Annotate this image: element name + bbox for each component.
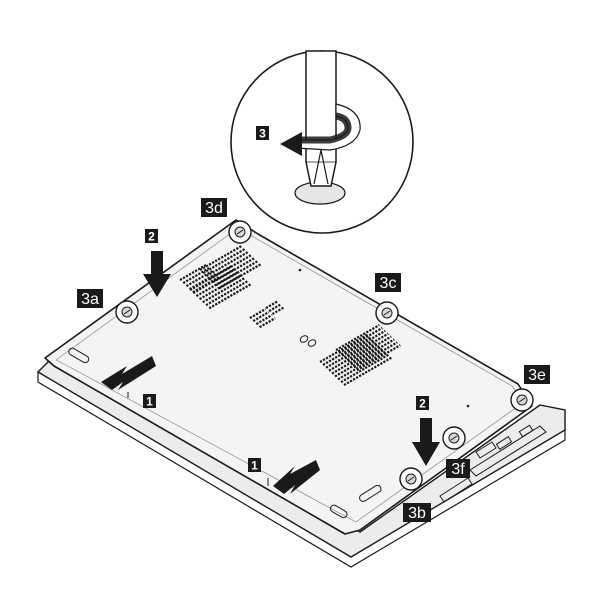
screw-icon: [115, 300, 139, 324]
vent-grilles: [179, 245, 401, 386]
svg-text:3c: 3c: [380, 275, 397, 292]
slide-arrow-icon: [101, 356, 156, 390]
vent-slot: [343, 356, 394, 386]
step-2-badge: 2: [416, 396, 429, 411]
step-2-badge: 2: [145, 229, 158, 244]
side-ports: [439, 424, 547, 503]
vent-slot: [252, 311, 270, 322]
vent-slot: [328, 341, 379, 372]
vent-slot: [335, 324, 380, 351]
press-down-arrow-icon: [143, 251, 171, 297]
vent-slot: [338, 326, 383, 354]
screw-label-3c: 3c: [375, 273, 401, 292]
vent-slot: [209, 254, 252, 281]
vent-slot: [189, 273, 217, 291]
vent-slot: [182, 267, 210, 284]
vent-slot: [341, 329, 386, 357]
counterclockwise-arrow-icon: [280, 103, 361, 156]
vent-slot: [322, 335, 373, 366]
slide-arrow-icon: [273, 460, 320, 494]
step-1-badge: 1: [248, 458, 261, 473]
press-down-arrow-icon: [412, 418, 440, 466]
vent-slot: [202, 248, 246, 274]
vent-slot: [199, 274, 242, 301]
vent-slot: [353, 341, 398, 369]
screw-icon: [228, 220, 252, 244]
screw-icon: [399, 467, 423, 491]
svg-text:2: 2: [148, 230, 155, 244]
vent-slot: [331, 344, 382, 375]
vent-slot: [205, 280, 249, 307]
vent-slot: [340, 353, 391, 384]
screw-label-3a: 3a: [77, 289, 103, 308]
svg-text:2: 2: [419, 397, 426, 411]
screws: [115, 220, 534, 491]
screw-icon: [510, 388, 534, 412]
vent-slot: [356, 344, 401, 372]
svg-text:3d: 3d: [205, 200, 223, 217]
svg-text:1: 1: [146, 395, 153, 409]
vent-slot: [249, 308, 267, 319]
step-3-badge: 3: [256, 126, 269, 141]
svg-text:1: 1: [251, 459, 258, 473]
vent-slot: [350, 338, 395, 366]
vent-slot: [215, 260, 259, 287]
svg-text:3a: 3a: [81, 291, 99, 308]
vent-slot: [202, 277, 245, 304]
vent-slot: [334, 347, 385, 378]
vent-slot: [347, 335, 392, 363]
screw-label-3f: 3f: [446, 459, 470, 478]
vent-slot: [205, 251, 249, 278]
svg-text:3: 3: [259, 127, 266, 141]
screw-label-3e: 3e: [524, 365, 550, 384]
screw-icon: [442, 426, 466, 450]
step-1-badge: 1: [143, 394, 156, 409]
vent-slot: [265, 300, 279, 309]
screw-label-3d: 3d: [201, 198, 227, 217]
screw-label-3b: 3b: [403, 503, 431, 522]
vent-slot: [268, 303, 282, 312]
vent-slot: [195, 271, 239, 298]
vent-slot: [259, 317, 276, 329]
screwdriver-icon: [305, 50, 337, 187]
vent-slot: [208, 283, 252, 310]
vent-slot: [185, 270, 213, 288]
vent-slot: [325, 338, 376, 369]
svg-text:3f: 3f: [451, 461, 465, 478]
vent-slot: [344, 332, 389, 360]
vent-slot: [199, 245, 243, 271]
vent-slot: [337, 350, 388, 381]
vent-slot: [179, 264, 207, 281]
vent-slot: [319, 333, 370, 363]
vent-slot: [255, 314, 273, 326]
vent-slot: [192, 276, 220, 294]
vent-slot: [218, 263, 262, 290]
svg-text:3b: 3b: [408, 505, 426, 522]
vent-slot: [271, 306, 286, 316]
screw-icon: [375, 301, 399, 325]
screwdriver-callout: [230, 50, 414, 234]
vent-slot: [212, 257, 255, 284]
svg-text:3e: 3e: [528, 367, 546, 384]
